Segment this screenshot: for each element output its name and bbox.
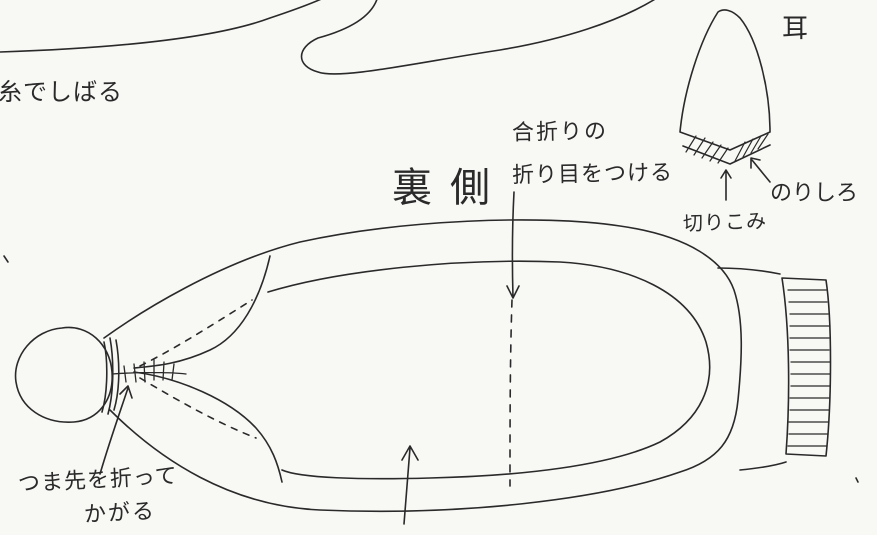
fold-arrow — [506, 191, 520, 299]
toe-ball — [14, 326, 113, 423]
ear-piece — [679, 9, 771, 201]
toe-label-arrow — [99, 385, 133, 475]
label-toe-fold-2: かがる — [83, 499, 157, 528]
stray-mark — [3, 255, 9, 263]
inner-oval — [267, 260, 711, 480]
label-notch: 切りこみ — [682, 208, 768, 236]
lower-dashed-seam — [139, 377, 257, 439]
lower-side-panel — [133, 371, 283, 483]
heel-tab — [781, 277, 832, 457]
ear-margin-hatch — [685, 133, 769, 164]
label-fold-line-1: 合折りの — [511, 119, 609, 146]
ear-outline — [679, 9, 771, 151]
label-glue-margin: のりしろ — [770, 181, 859, 206]
toe-stitches — [111, 359, 187, 383]
label-fold-line-2: 折り目をつける — [511, 160, 674, 189]
label-ear: 耳 — [782, 14, 809, 44]
norishiro-arrow — [750, 157, 771, 183]
up-arrow — [401, 445, 419, 525]
toe-gather-lines — [101, 337, 120, 415]
center-dashed-line — [509, 299, 513, 487]
kirikomi-arrow — [720, 169, 732, 201]
top-curve-right — [300, 0, 656, 75]
heel-shoulder — [717, 267, 787, 471]
upper-dashed-seam — [139, 299, 253, 367]
outer-outline — [103, 219, 743, 513]
label-tie-with-thread: 糸でしばる — [0, 78, 123, 106]
ear-margin-line — [682, 144, 771, 165]
upper-side-panel — [133, 255, 271, 369]
stray-mark-2 — [855, 477, 859, 483]
top-curve-left — [0, 0, 321, 53]
label-back-side: 裏側 — [392, 165, 508, 211]
